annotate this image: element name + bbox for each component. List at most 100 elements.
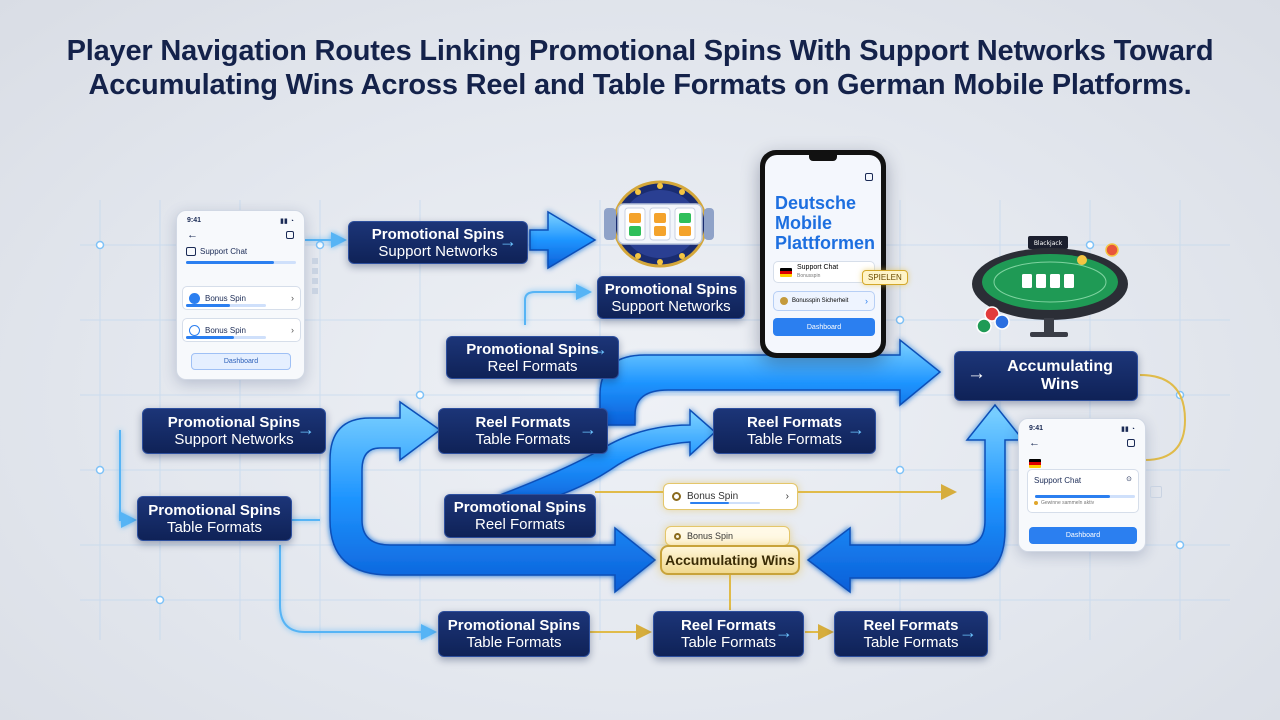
support-progress xyxy=(1035,495,1135,498)
platform-heading: Deutsche Mobile Plattformen xyxy=(775,193,875,253)
bonus-spin-label: Bonus Spin xyxy=(687,491,739,502)
status-line: Gewinne sammeln aktiv xyxy=(1034,500,1094,506)
node-label-primary: Accumulating xyxy=(1007,358,1113,375)
support-chat-row[interactable]: Support Chat Bonusspin xyxy=(773,261,875,283)
node-promo-table-bottom[interactable]: Promotional Spins Table Formats xyxy=(438,611,590,657)
bonus-spin-pill-small[interactable]: Bonus Spin xyxy=(665,526,790,546)
phone-time: 9:41 xyxy=(187,217,202,224)
node-label-primary: Promotional Spins xyxy=(447,617,581,634)
node-label-primary: Promotional Spins xyxy=(148,501,281,519)
node-accumulating-wins[interactable]: → Accumulating Wins xyxy=(954,351,1138,401)
node-promo-reel-upper[interactable]: Promotional Spins Reel Formats → xyxy=(446,336,619,379)
node-label-primary: Reel Formats xyxy=(475,414,571,431)
center-phone-mockup: Deutsche Mobile Plattformen Support Chat… xyxy=(760,150,886,358)
bonus-spin-label: Bonus Spin xyxy=(687,531,734,541)
support-chat-card[interactable]: Support Chat ⊙ Gewinne sammeln aktiv xyxy=(1027,469,1139,513)
node-promo-support-left[interactable]: Promotional Spins Support Networks → xyxy=(142,408,326,454)
bonus-spin-pill-top[interactable]: Bonus Spin › xyxy=(663,483,798,510)
chevron-right-icon: › xyxy=(291,325,294,335)
coin-icon xyxy=(780,297,788,305)
chat-icon xyxy=(186,247,196,256)
back-arrow-icon[interactable]: ← xyxy=(187,229,198,241)
spin-b-progress-fill xyxy=(186,336,234,339)
node-label-secondary: Table Formats xyxy=(166,518,263,536)
spin-icon xyxy=(674,532,681,540)
node-label-secondary: Table Formats xyxy=(475,431,571,448)
node-label-secondary: Table Formats xyxy=(466,634,562,651)
signal-icon: ▮▮ ◔ xyxy=(280,218,294,225)
node-reel-table-bottom-center[interactable]: Reel Formats Table Formats → xyxy=(653,611,804,657)
node-label-secondary: Table Formats xyxy=(863,634,959,651)
node-label-primary: Reel Formats xyxy=(863,617,959,634)
spin-icon xyxy=(189,292,200,304)
node-promo-table-left[interactable]: Promotional Spins Table Formats xyxy=(137,496,292,541)
back-arrow-icon[interactable]: ← xyxy=(1029,437,1040,449)
scroll-indicator xyxy=(312,258,318,298)
route-arrow-top xyxy=(529,210,597,270)
support-progress-fill xyxy=(1035,495,1110,498)
arrow-right-icon: → xyxy=(959,622,977,642)
node-label-secondary: Support Networks xyxy=(378,242,498,260)
node-label-primary: Promotional Spins xyxy=(604,280,738,298)
dashboard-button[interactable]: Dashboard xyxy=(773,318,875,336)
arrow-right-icon: → xyxy=(297,419,315,439)
node-reel-table-bottom-right[interactable]: Reel Formats Table Formats → xyxy=(834,611,988,657)
node-label-primary: Reel Formats xyxy=(746,414,843,431)
title-line-1: Player Navigation Routes Linking Promoti… xyxy=(66,35,1214,67)
bonus-spin-label-a: Bonus Spin xyxy=(205,293,246,303)
node-reel-table-right[interactable]: Reel Formats Table Formats → xyxy=(713,408,876,454)
big-route-arrows xyxy=(329,210,1025,594)
dashboard-button[interactable]: Dashboard xyxy=(1029,527,1137,544)
support-chat-row[interactable]: Support Chat xyxy=(186,247,247,256)
arrow-right-icon: → xyxy=(775,622,793,642)
menu-icon[interactable] xyxy=(1127,439,1135,447)
menu-icon[interactable] xyxy=(865,173,873,181)
row1-label: Support Chat xyxy=(797,264,839,271)
dashboard-button[interactable]: Dashboard xyxy=(191,353,291,370)
row2-label: Bonusspin Sicherheit xyxy=(792,298,849,304)
node-promo-support-center[interactable]: Promotional Spins Support Networks xyxy=(597,276,745,319)
chevron-right-icon: › xyxy=(291,293,294,303)
side-indicator xyxy=(1150,486,1162,498)
chevron-right-icon: › xyxy=(865,296,868,306)
right-phone-mockup: 9:41 ▮▮ ◔ ← Support Chat ⊙ Gewinne samme… xyxy=(1018,418,1146,552)
signal-icon: ▮▮ ◔ xyxy=(1121,426,1135,433)
heading-line-2: Mobile xyxy=(775,213,832,233)
node-reel-table-mid[interactable]: Reel Formats Table Formats → xyxy=(438,408,608,454)
german-flag-icon xyxy=(1029,459,1041,468)
card-table-icon: Blackjack xyxy=(972,236,1128,337)
menu-icon[interactable] xyxy=(286,231,294,239)
spin-b-progress xyxy=(186,336,266,339)
security-row[interactable]: Bonusspin Sicherheit › xyxy=(773,291,875,311)
accumulating-wins-gold-node[interactable]: Accumulating Wins xyxy=(660,545,800,575)
support-chat-label: Support Chat xyxy=(1034,476,1082,485)
support-progress xyxy=(186,261,296,264)
node-label-primary: Promotional Spins xyxy=(167,414,301,431)
slot-machine-icon xyxy=(604,180,714,268)
center-phone-screen: Deutsche Mobile Plattformen Support Chat… xyxy=(765,155,881,353)
node-label-primary: Promotional Spins xyxy=(371,225,505,243)
close-icon[interactable]: ⊙ xyxy=(1126,476,1132,483)
page-title: Player Navigation Routes Linking Promoti… xyxy=(20,34,1260,102)
spin-icon xyxy=(189,324,200,336)
node-label-primary: Promotional Spins xyxy=(466,340,599,358)
spin-a-progress xyxy=(186,304,266,307)
heading-line-1: Deutsche xyxy=(775,193,857,213)
node-promo-support-top[interactable]: Promotional Spins Support Networks → xyxy=(348,221,528,264)
spin-a-progress-fill xyxy=(186,304,230,307)
route-arrow-return xyxy=(806,403,1025,594)
route-arrow-loop xyxy=(329,400,657,594)
node-promo-reel-lower[interactable]: Promotional Spins Reel Formats xyxy=(444,494,596,538)
support-progress-fill xyxy=(186,261,274,264)
node-label-secondary: Support Networks xyxy=(174,431,294,448)
play-badge[interactable]: SPIELEN xyxy=(862,270,908,285)
support-chat-label: Support Chat xyxy=(200,247,248,256)
german-flag-icon xyxy=(780,267,792,277)
heading-line-3: Plattformen xyxy=(775,233,876,253)
node-label-secondary: Reel Formats xyxy=(474,516,566,533)
arrow-right-icon: → xyxy=(579,419,597,439)
phone-time: 9:41 xyxy=(1029,425,1044,432)
node-label-secondary: Reel Formats xyxy=(487,357,578,375)
title-line-2: Accumulating Wins Across Reel and Table … xyxy=(88,69,1192,101)
